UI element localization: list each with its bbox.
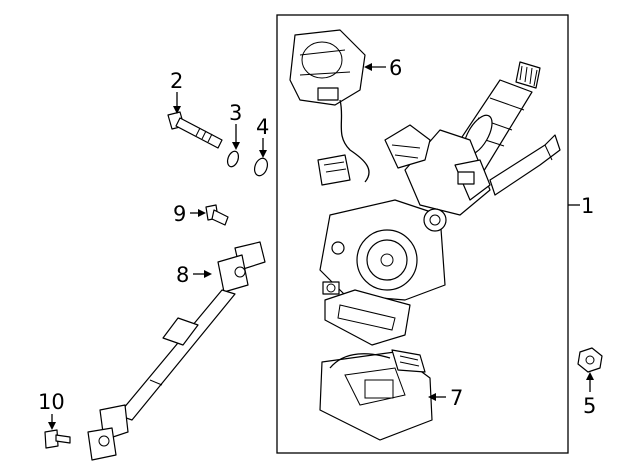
nut-part-5[interactable] <box>577 347 603 373</box>
callout-10: 10 <box>38 390 65 414</box>
washer-part-3[interactable] <box>226 150 241 168</box>
intermediate-shaft-part-8[interactable] <box>87 241 266 461</box>
bolt-part-9[interactable] <box>205 204 229 226</box>
callout-6: 6 <box>389 56 402 80</box>
callout-5: 5 <box>583 394 596 418</box>
bolt-part-2[interactable] <box>167 111 223 149</box>
callout-4: 4 <box>256 115 269 139</box>
callout-1: 1 <box>581 194 594 218</box>
control-module-part-7[interactable] <box>319 349 433 441</box>
callout-9: 9 <box>173 202 186 226</box>
assembly-frame <box>276 14 569 454</box>
callout-7: 7 <box>450 386 463 410</box>
callout-2: 2 <box>170 69 183 93</box>
callout-8: 8 <box>176 263 189 287</box>
bolt-part-10[interactable] <box>44 429 71 449</box>
lock-module-part-6[interactable] <box>289 29 370 186</box>
steering-column-assembly[interactable] <box>319 61 561 346</box>
leader-lines <box>48 63 594 430</box>
callout-3: 3 <box>229 101 242 125</box>
washer-part-4[interactable] <box>252 156 269 177</box>
